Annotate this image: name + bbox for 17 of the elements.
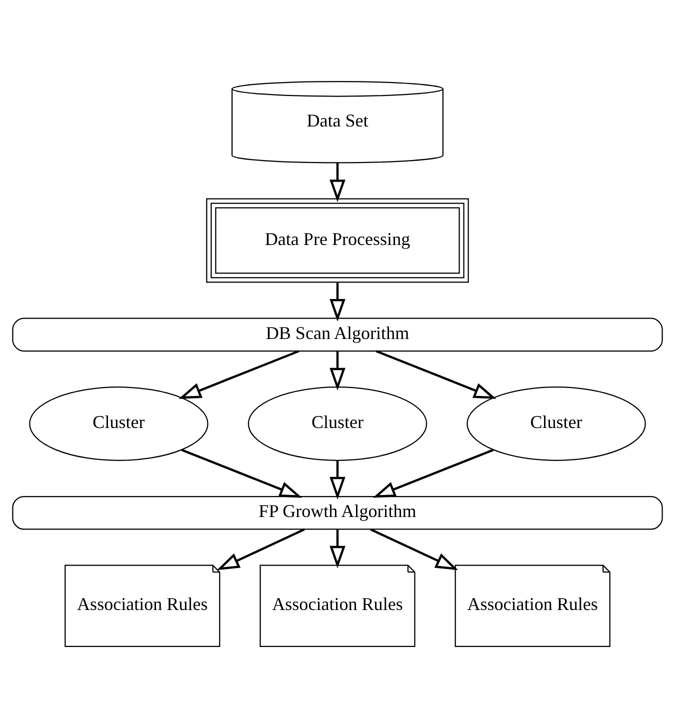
arrow xyxy=(330,350,346,390)
node-box: DB Scan Algorithm xyxy=(12,317,663,352)
arrow xyxy=(330,528,346,568)
node-ellipse: Cluster xyxy=(248,386,428,460)
node-box: FP Growth Algorithm xyxy=(12,495,663,530)
node-ellipse: Cluster xyxy=(29,386,208,460)
arrow xyxy=(330,282,346,322)
arrow xyxy=(376,350,496,398)
arrow xyxy=(330,162,346,202)
node-ellipse: Cluster xyxy=(466,386,646,460)
arrow xyxy=(181,448,302,498)
arrow xyxy=(370,528,458,570)
node-box: Data Pre Processing xyxy=(206,198,469,282)
arrow xyxy=(330,460,346,500)
arrow xyxy=(372,448,494,498)
arrow xyxy=(178,350,300,398)
arrow xyxy=(216,528,305,570)
